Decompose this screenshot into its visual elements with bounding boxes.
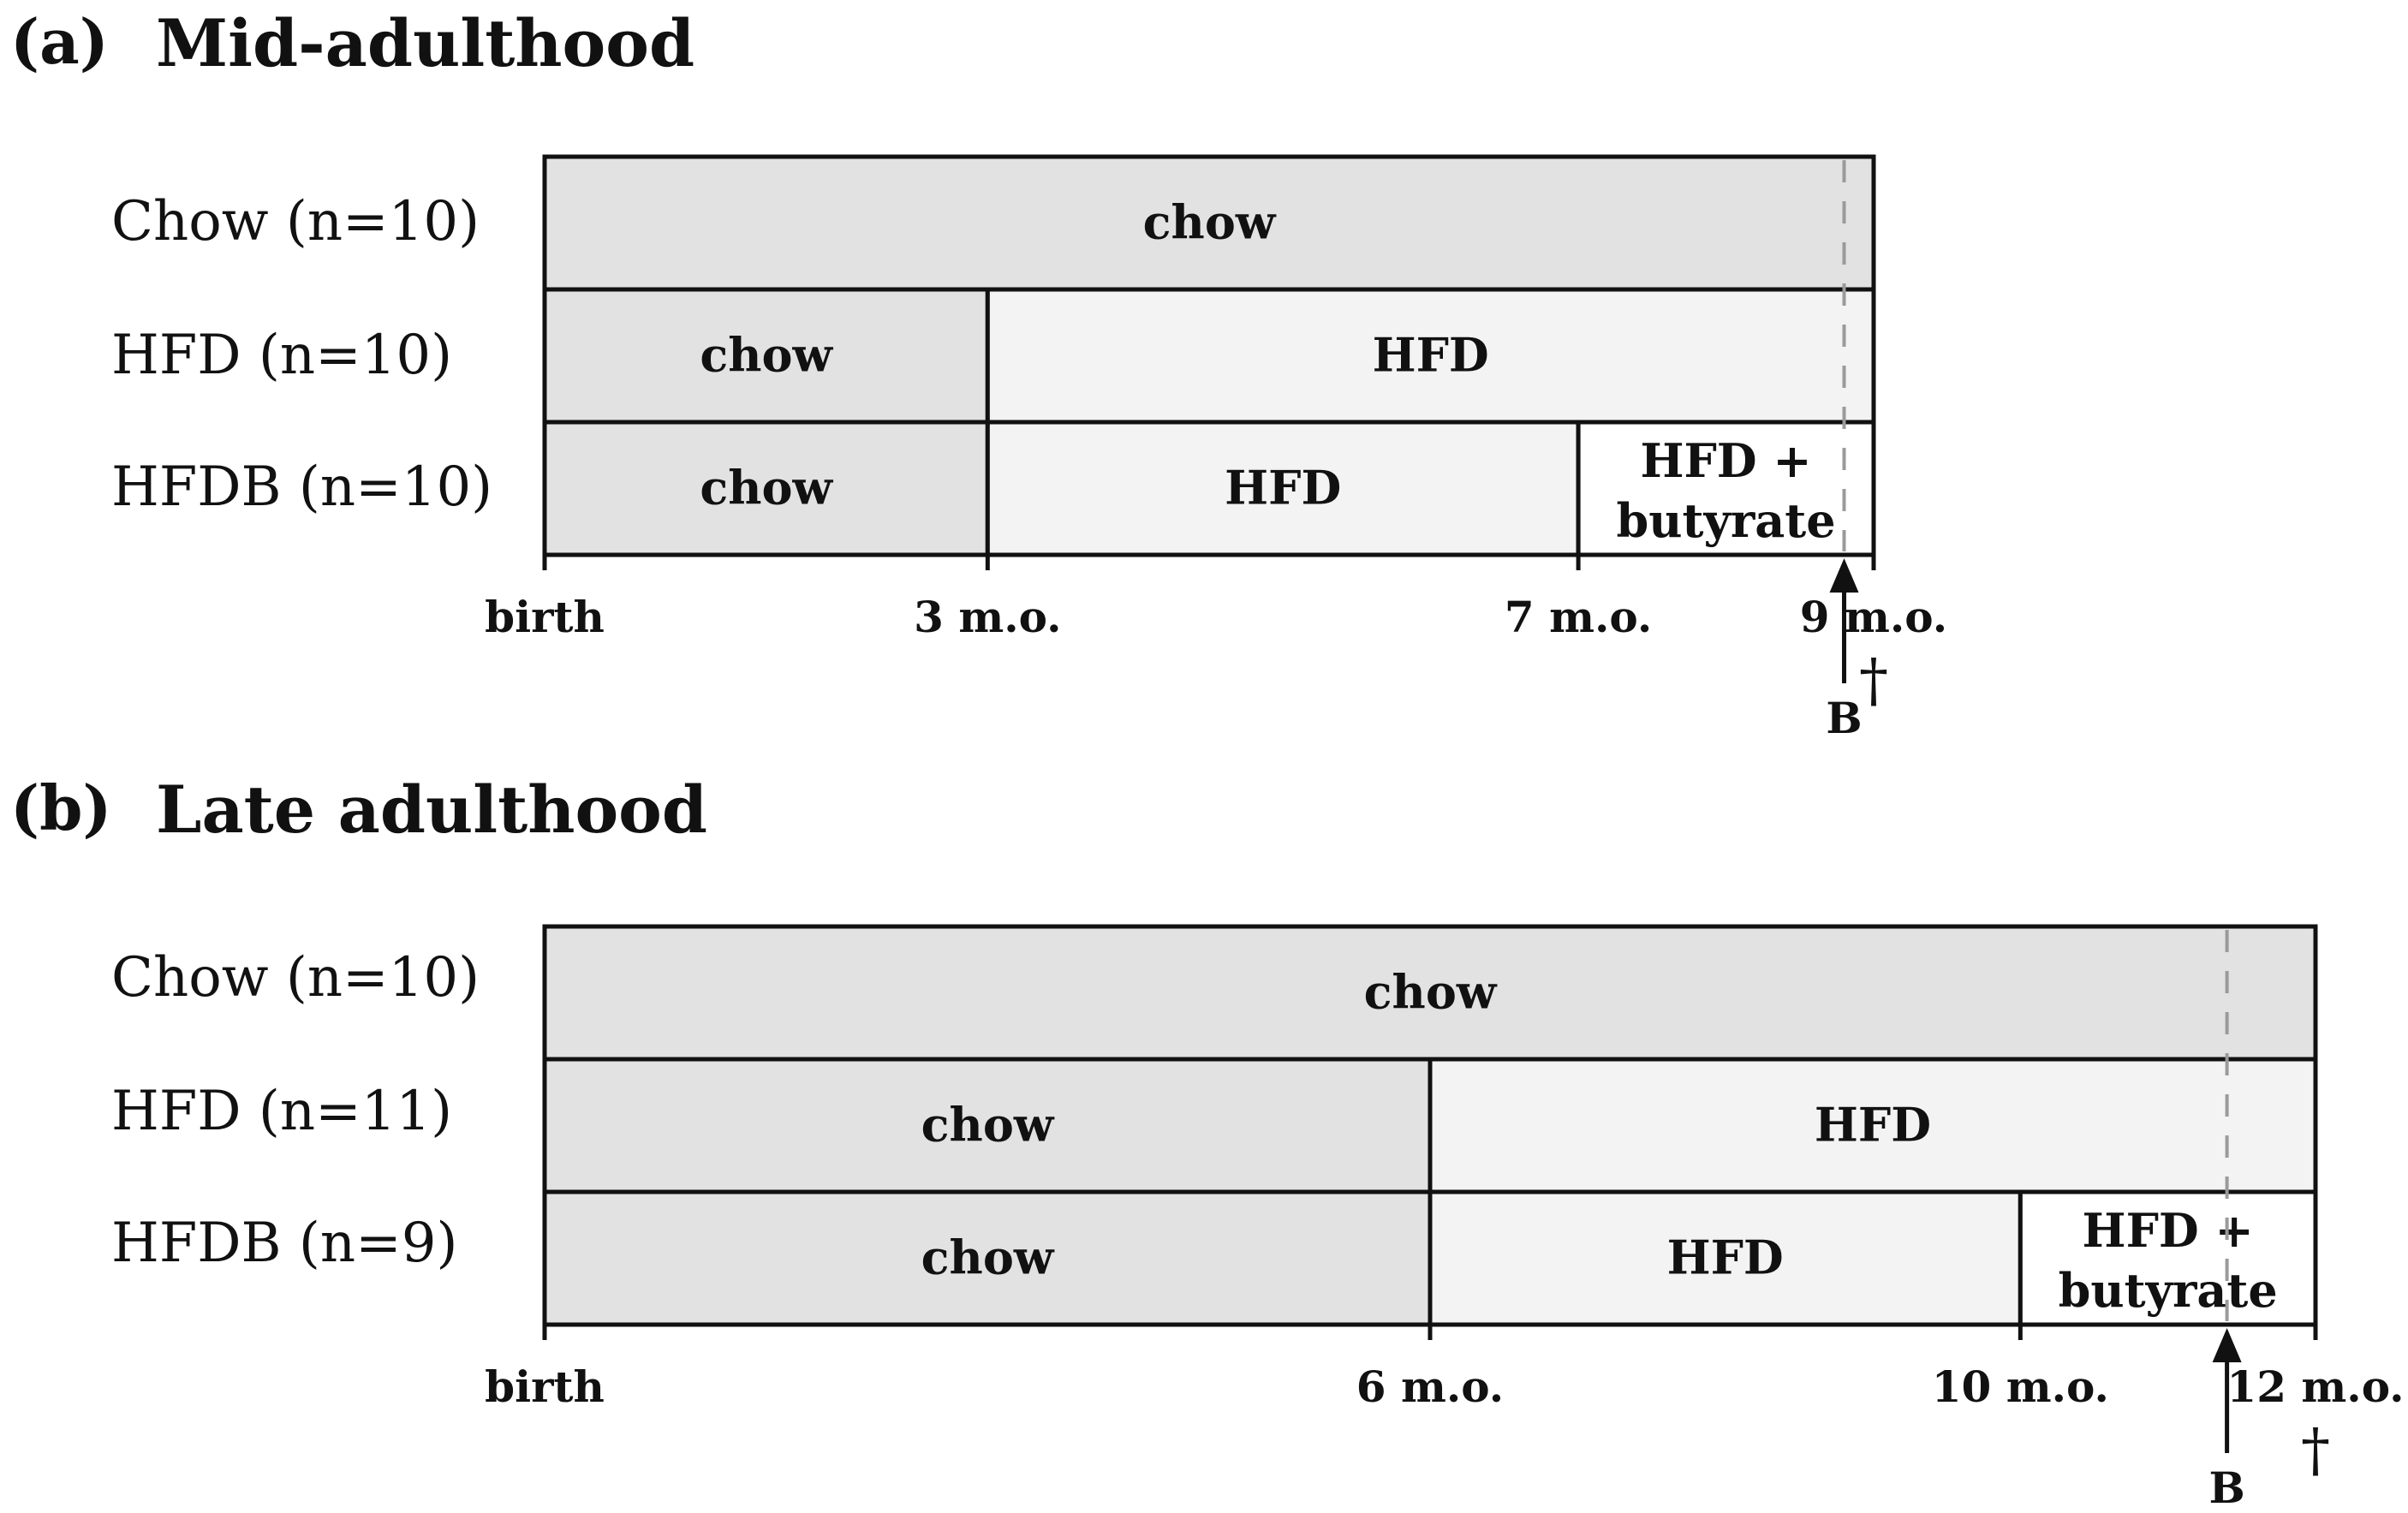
panel-letter: (a) xyxy=(10,5,109,78)
group-label-chow: Chow (n=10) xyxy=(111,190,480,253)
axis-tick-label: 7 m.o. xyxy=(1505,592,1652,642)
axis-tick-label: birth xyxy=(485,1361,605,1412)
segment-label: chow xyxy=(700,461,833,515)
segment-label: butyrate xyxy=(1617,493,1836,548)
dagger-icon: † xyxy=(1859,647,1888,715)
axis-tick-label: 6 m.o. xyxy=(1356,1361,1504,1412)
panel-title: Late adulthood xyxy=(156,771,707,848)
diet-segment xyxy=(542,420,990,557)
group-row: chow HFD xyxy=(542,287,1876,425)
group-label-hfdb: HFDB (n=10) xyxy=(111,456,493,519)
segment-label: HFD xyxy=(1667,1230,1784,1285)
axis-tick-label: 10 m.o. xyxy=(1932,1361,2109,1412)
b-arrow-head-icon xyxy=(1829,558,1859,593)
b-arrow-head-icon xyxy=(2212,1328,2242,1362)
group-row: chow xyxy=(542,154,1876,292)
segment-label: chow xyxy=(1143,195,1277,250)
axis-tick-label: 9 m.o. xyxy=(1800,592,1947,642)
dagger-icon: † xyxy=(2301,1417,2330,1485)
diet-segment xyxy=(985,287,1876,425)
diet-segment xyxy=(1576,420,1876,557)
diet-segment xyxy=(1428,1189,2023,1327)
segment-label: chow xyxy=(921,1098,1055,1153)
group-label-hfd: HFD (n=11) xyxy=(111,1080,453,1143)
group-row: chow HFD HFD +butyrate xyxy=(542,420,1876,557)
diet-segment xyxy=(2018,1189,2318,1327)
panel-letter: (b) xyxy=(10,771,112,844)
b-label: B xyxy=(2208,1462,2244,1511)
axis-tick-label: 12 m.o. xyxy=(2226,1361,2404,1412)
diet-segment xyxy=(542,1189,1433,1327)
group-label-chow: Chow (n=10) xyxy=(111,946,480,1010)
panel-title: Mid-adulthood xyxy=(156,5,695,81)
group-row: chow xyxy=(542,924,2318,1062)
segment-label: HFD xyxy=(1815,1098,1931,1153)
segment-label: HFD + xyxy=(2083,1203,2254,1258)
segment-label: HFD xyxy=(1225,461,1341,515)
diet-segment xyxy=(1428,1057,2318,1194)
panel-late-adulthood: (b) Late adulthood Chow (n=10) HFD (n=11… xyxy=(0,766,2408,1511)
group-row: chow HFD xyxy=(542,1057,2318,1194)
segment-label: chow xyxy=(1364,965,1498,1020)
panel-mid-adulthood: (a) Mid-adulthood Chow (n=10) HFD (n=10)… xyxy=(0,0,2408,754)
segment-label: chow xyxy=(700,328,833,383)
group-row: chow HFD HFD +butyrate xyxy=(542,1189,2318,1327)
segment-label: HFD + xyxy=(1640,433,1811,488)
diet-segment xyxy=(985,420,1581,557)
diet-segment xyxy=(542,924,2318,1062)
diet-segment xyxy=(542,154,1876,292)
axis-tick-label: birth xyxy=(485,592,605,642)
segment-label: chow xyxy=(921,1230,1055,1285)
b-label: B xyxy=(1826,693,1862,743)
segment-label: HFD xyxy=(1373,328,1489,383)
segment-label: butyrate xyxy=(2059,1263,2278,1318)
group-label-hfdb: HFDB (n=9) xyxy=(111,1212,458,1275)
group-label-hfd: HFD (n=10) xyxy=(111,324,453,387)
axis-tick-label: 3 m.o. xyxy=(914,592,1061,642)
